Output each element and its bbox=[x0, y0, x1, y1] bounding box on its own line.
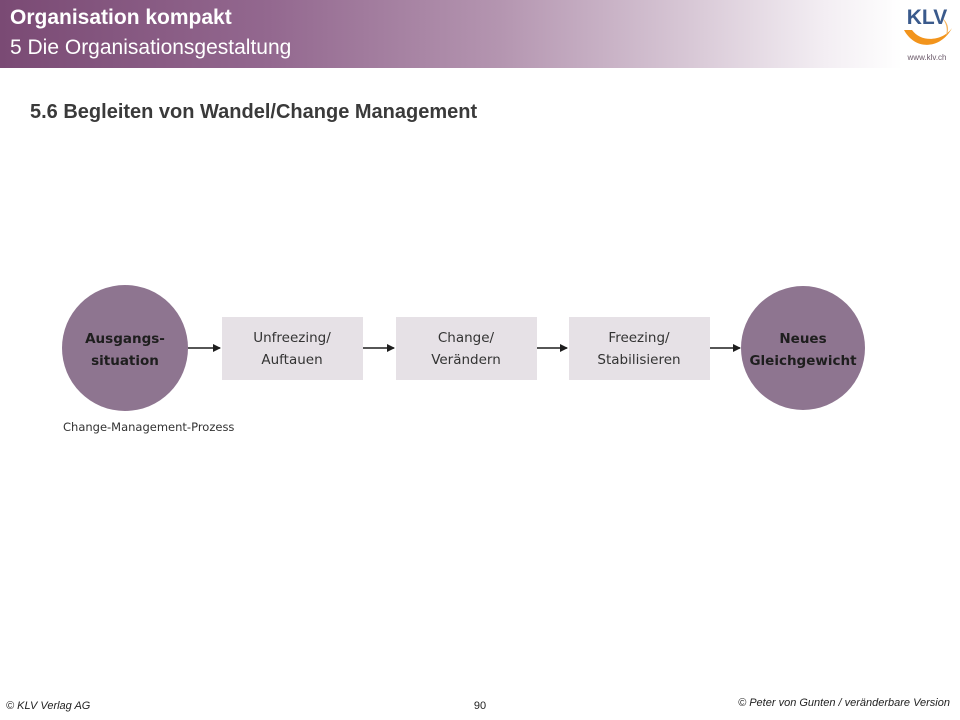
presentation-title: Organisation kompakt bbox=[10, 6, 232, 29]
start-node-line1: Ausgangs- bbox=[85, 331, 165, 347]
phase-box-line1: Freezing/ bbox=[608, 330, 670, 346]
phase-box-line2: Verändern bbox=[431, 352, 501, 368]
footer-copyright-publisher: © KLV Verlag AG bbox=[6, 700, 91, 712]
header-band bbox=[0, 0, 960, 68]
phase-box-freezing: Freezing/ Stabilisieren bbox=[569, 317, 710, 380]
start-node-line2: situation bbox=[91, 353, 159, 369]
klv-logo: KLV bbox=[904, 6, 952, 45]
start-node: Ausgangs- situation bbox=[62, 285, 188, 411]
diagram-caption: Change-Management-Prozess bbox=[63, 420, 234, 434]
phase-box-line1: Change/ bbox=[438, 330, 495, 346]
footer-copyright-author: © Peter von Gunten / veränderbare Versio… bbox=[738, 697, 950, 709]
klv-logo-swoosh-accent bbox=[942, 18, 949, 36]
logo-url: www.klv.ch bbox=[907, 53, 947, 62]
end-node: Neues Gleichgewicht bbox=[741, 286, 865, 410]
phase-box-line1: Unfreezing/ bbox=[253, 330, 331, 346]
phase-box-change: Change/ Verändern bbox=[396, 317, 537, 380]
phase-box-line2: Stabilisieren bbox=[597, 352, 680, 368]
klv-logo-text: KLV bbox=[907, 6, 947, 29]
section-heading: 5.6 Begleiten von Wandel/Change Manageme… bbox=[30, 101, 478, 123]
phase-box-unfreezing: Unfreezing/ Auftauen bbox=[222, 317, 363, 380]
phase-box-line2: Auftauen bbox=[261, 352, 322, 368]
end-node-line2: Gleichgewicht bbox=[749, 353, 857, 369]
end-node-line1: Neues bbox=[779, 331, 826, 347]
chapter-subtitle: 5 Die Organisationsgestaltung bbox=[10, 36, 292, 59]
klv-logo-swoosh bbox=[904, 28, 952, 45]
page-number: 90 bbox=[473, 700, 487, 712]
